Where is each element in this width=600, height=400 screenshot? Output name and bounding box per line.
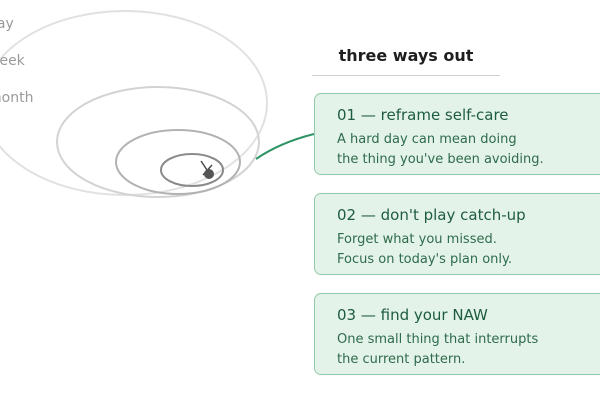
way-card-naw: 03 — find your NAW One small thing that … [314,293,600,375]
way-card-catch-up: 02 — don't play catch-up Forget what you… [314,193,600,275]
card-text-line: Focus on today's plan only. [337,252,513,267]
card-title: 02 — don't play catch-up [337,206,526,224]
spiral-center-marker [200,160,214,179]
inner-ring [115,129,241,195]
way-card-reframe: 01 — reframe self-care A hard day can me… [314,93,600,175]
center-ring [160,153,224,187]
card-title: 01 — reframe self-care [337,106,509,124]
card-text-line: the thing you've been avoiding. [337,152,544,167]
card-text-line: One small thing that interrupts [337,332,539,347]
card-text-line: Forget what you missed. [337,232,497,247]
time-label-day: day [0,16,14,32]
card-title: 03 — find your NAW [337,306,488,324]
time-label-month: month [0,90,34,106]
heading-divider [312,75,500,76]
time-label-week: week [0,53,25,69]
card-text-line: the current pattern. [337,352,466,367]
middle-ring [56,86,260,198]
card-text-line: A hard day can mean doing [337,132,517,147]
panel-heading: three ways out [338,46,474,65]
outer-ring [0,10,268,196]
connector-line [255,133,315,160]
